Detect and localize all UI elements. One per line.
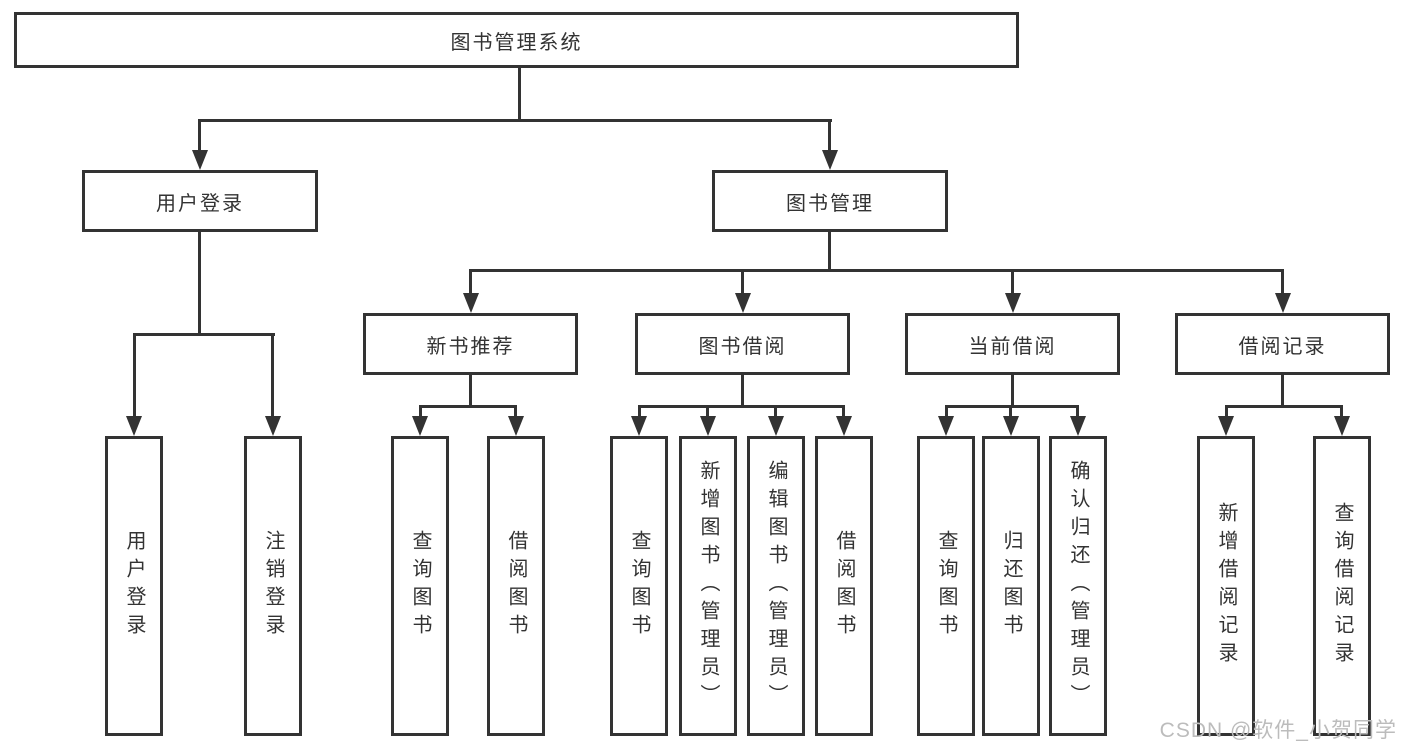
connector-borrowing-drop bbox=[741, 375, 744, 408]
connector-stem bbox=[1340, 405, 1343, 418]
arrow-down bbox=[631, 416, 647, 436]
connector-stem bbox=[514, 405, 517, 418]
watermark: CSDN @软件_小贺同学 bbox=[1159, 719, 1397, 742]
node-borrow-books-recommend-label: 借阅图书 bbox=[505, 530, 527, 642]
connector-stem bbox=[1225, 405, 1228, 418]
node-confirm-return-admin: 确认归还（管理员） bbox=[1049, 436, 1107, 736]
connector-stem bbox=[706, 405, 709, 418]
node-query-books-recommend-label: 查询图书 bbox=[409, 530, 431, 642]
node-leaf-logout: 注销登录 bbox=[244, 436, 302, 736]
connector-current-rail bbox=[945, 405, 1079, 408]
connector-new-rec-rail bbox=[419, 405, 517, 408]
arrow-down bbox=[768, 416, 784, 436]
arrow-down bbox=[412, 416, 428, 436]
node-library-system-label: 图书管理系统 bbox=[450, 31, 583, 54]
connector-stem-current bbox=[1011, 269, 1014, 295]
connector-stem bbox=[1009, 405, 1012, 418]
node-user-login-label: 用户登录 bbox=[156, 192, 244, 215]
arrow-down bbox=[508, 416, 524, 436]
connector-stem-records bbox=[1281, 269, 1284, 295]
arrow-down bbox=[1003, 416, 1019, 436]
connector-root-drop bbox=[518, 66, 521, 122]
arrow-down bbox=[1070, 416, 1086, 436]
connector-user-login-rail bbox=[133, 333, 275, 336]
connector-stem-borrowing bbox=[741, 269, 744, 295]
node-query-borrow-record: 查询借阅记录 bbox=[1313, 436, 1371, 736]
node-book-borrowing: 图书借阅 bbox=[635, 313, 850, 375]
node-add-book-admin: 新增图书（管理员） bbox=[679, 436, 737, 736]
node-query-borrow-record-label: 查询借阅记录 bbox=[1331, 502, 1353, 670]
connector-level3-rail bbox=[469, 269, 1284, 272]
node-book-management-label: 图书管理 bbox=[786, 192, 874, 215]
arrow-down bbox=[938, 416, 954, 436]
arrow-down bbox=[700, 416, 716, 436]
node-borrow-books: 借阅图书 bbox=[815, 436, 873, 736]
node-borrowing-records: 借阅记录 bbox=[1175, 313, 1390, 375]
arrow-down bbox=[1334, 416, 1350, 436]
node-query-books-borrowing-label: 查询图书 bbox=[628, 530, 650, 642]
node-user-login: 用户登录 bbox=[82, 170, 318, 232]
node-add-book-admin-label: 新增图书（管理员） bbox=[697, 460, 719, 712]
node-query-books-borrowing: 查询图书 bbox=[610, 436, 668, 736]
node-book-borrowing-label: 图书借阅 bbox=[698, 335, 787, 358]
arrow-down-user-login bbox=[192, 150, 208, 170]
node-borrow-books-recommend: 借阅图书 bbox=[487, 436, 545, 736]
node-current-borrowing: 当前借阅 bbox=[905, 313, 1120, 375]
node-add-borrow-record: 新增借阅记录 bbox=[1197, 436, 1255, 736]
node-borrowing-records-label: 借阅记录 bbox=[1238, 335, 1327, 358]
node-leaf-logout-label: 注销登录 bbox=[262, 530, 284, 642]
connector-stem bbox=[1076, 405, 1079, 418]
arrow-down-book-mgmt bbox=[822, 150, 838, 170]
connector-stem bbox=[419, 405, 422, 418]
arrow-down-records bbox=[1275, 293, 1291, 313]
node-borrow-books-label: 借阅图书 bbox=[833, 530, 855, 642]
node-return-book: 归还图书 bbox=[982, 436, 1040, 736]
connector-stem-user-login bbox=[198, 119, 201, 152]
node-query-books-current-label: 查询图书 bbox=[935, 530, 957, 642]
arrow-down-current bbox=[1005, 293, 1021, 313]
node-current-borrowing-label: 当前借阅 bbox=[968, 335, 1057, 358]
node-new-book-recommend: 新书推荐 bbox=[363, 313, 578, 375]
node-new-book-recommend-label: 新书推荐 bbox=[426, 335, 515, 358]
node-return-book-label: 归还图书 bbox=[1000, 530, 1022, 642]
arrow-down bbox=[836, 416, 852, 436]
node-book-management: 图书管理 bbox=[712, 170, 948, 232]
connector-stem bbox=[842, 405, 845, 418]
connector-stem-book-mgmt bbox=[828, 119, 831, 152]
connector-stem-leaf-logout bbox=[271, 333, 274, 418]
arrow-down-leaf-logout bbox=[265, 416, 281, 436]
connector-records-rail bbox=[1225, 405, 1343, 408]
connector-stem bbox=[638, 405, 641, 418]
node-leaf-user-login-label: 用户登录 bbox=[123, 530, 145, 642]
node-leaf-user-login: 用户登录 bbox=[105, 436, 163, 736]
node-query-books-recommend: 查询图书 bbox=[391, 436, 449, 736]
arrow-down-borrowing bbox=[735, 293, 751, 313]
connector-stem bbox=[945, 405, 948, 418]
node-query-books-current: 查询图书 bbox=[917, 436, 975, 736]
node-add-borrow-record-label: 新增借阅记录 bbox=[1215, 502, 1237, 670]
arrow-down-leaf-login bbox=[126, 416, 142, 436]
connector-stem-leaf-login bbox=[133, 333, 136, 418]
arrow-down-new-rec bbox=[463, 293, 479, 313]
connector-level2-rail bbox=[198, 119, 832, 122]
connector-current-drop bbox=[1011, 375, 1014, 408]
connector-new-rec-drop bbox=[469, 375, 472, 408]
node-library-system: 图书管理系统 bbox=[14, 12, 1019, 68]
arrow-down bbox=[1218, 416, 1234, 436]
node-edit-book-admin-label: 编辑图书（管理员） bbox=[765, 460, 787, 712]
connector-records-drop bbox=[1281, 375, 1284, 408]
connector-stem-new-rec bbox=[469, 269, 472, 295]
connector-user-login-drop bbox=[198, 232, 201, 336]
node-edit-book-admin: 编辑图书（管理员） bbox=[747, 436, 805, 736]
node-confirm-return-admin-label: 确认归还（管理员） bbox=[1067, 460, 1089, 712]
connector-stem bbox=[774, 405, 777, 418]
connector-borrowing-rail bbox=[638, 405, 845, 408]
connector-book-mgmt-drop bbox=[828, 232, 831, 272]
